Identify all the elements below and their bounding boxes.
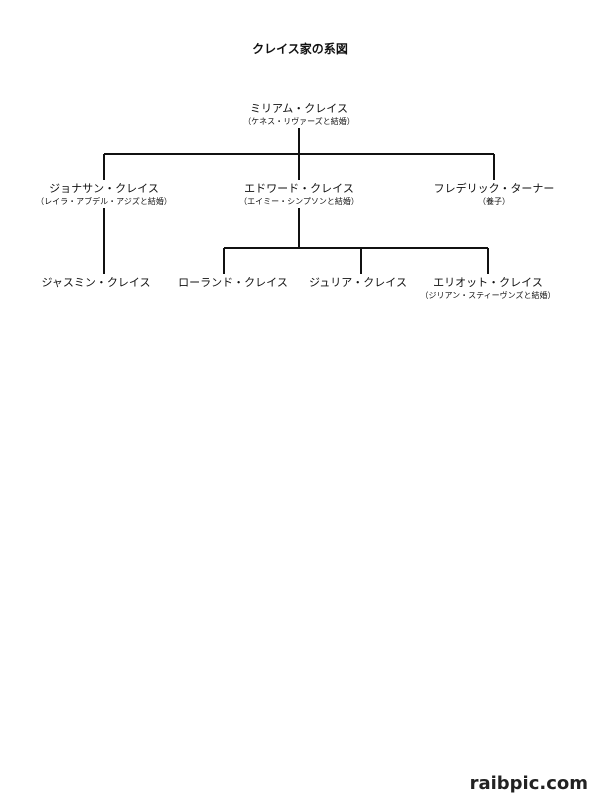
person-miriam: ミリアム・クレイス （ケネス・リヴァーズと結婚） bbox=[199, 102, 399, 126]
person-name: ジャスミン・クレイス bbox=[41, 276, 151, 289]
person-roland: ローランド・クレイス bbox=[133, 276, 333, 290]
person-jonathan: ジョナサン・クレイス （レイラ・アブデル・アジズと結婚） bbox=[4, 182, 204, 206]
person-elliott: エリオット・クレイス （ジリアン・スティーヴンズと結婚） bbox=[388, 276, 588, 300]
person-note: （ジリアン・スティーヴンズと結婚） bbox=[420, 290, 556, 300]
person-name: ミリアム・クレイス bbox=[250, 102, 348, 115]
person-julia: ジュリア・クレイス bbox=[258, 276, 458, 290]
person-name: ジョナサン・クレイス bbox=[49, 182, 159, 195]
person-note: （ケネス・リヴァーズと結婚） bbox=[243, 116, 355, 126]
person-note: （養子） bbox=[478, 196, 510, 206]
page-title: クレイス家の系図 bbox=[252, 42, 348, 56]
person-name: フレデリック・ターナー bbox=[433, 182, 555, 195]
person-edward: エドワード・クレイス （エイミー・シンプソンと結婚） bbox=[199, 182, 399, 206]
person-name: ジュリア・クレイス bbox=[309, 276, 407, 289]
person-jasmine: ジャスミン・クレイス bbox=[0, 276, 196, 290]
person-name: エドワード・クレイス bbox=[244, 182, 354, 195]
person-note: （レイラ・アブデル・アジズと結婚） bbox=[36, 196, 172, 206]
watermark: raibpic.com bbox=[469, 773, 588, 794]
person-name: ローランド・クレイス bbox=[178, 276, 288, 289]
person-name: エリオット・クレイス bbox=[433, 276, 543, 289]
person-note: （エイミー・シンプソンと結婚） bbox=[239, 196, 359, 206]
person-frederick: フレデリック・ターナー （養子） bbox=[394, 182, 594, 206]
